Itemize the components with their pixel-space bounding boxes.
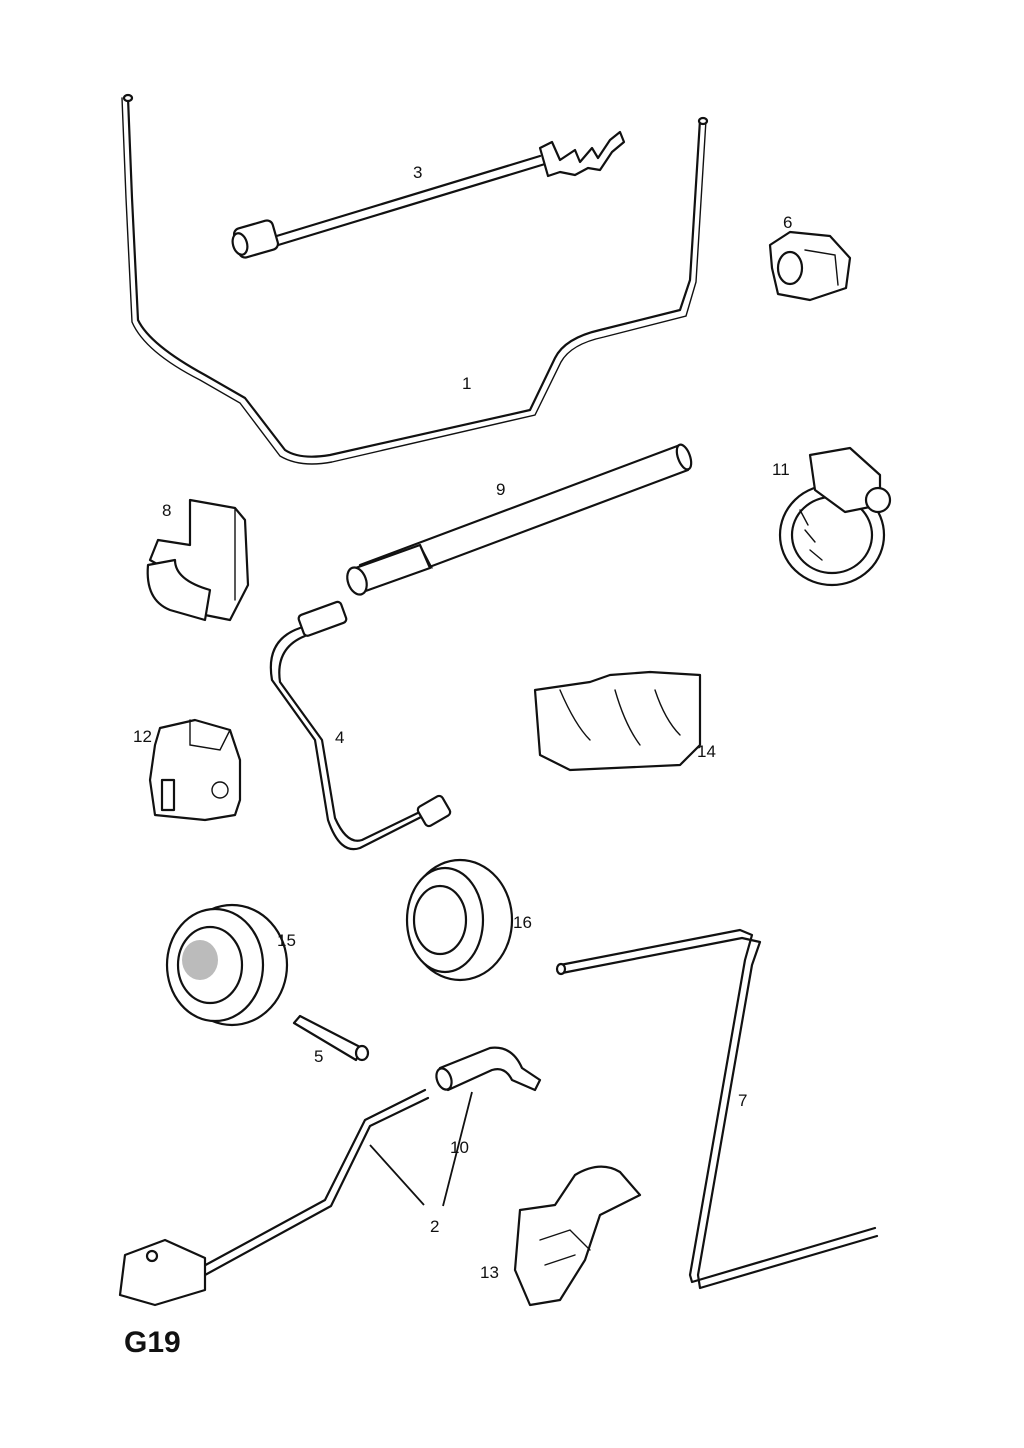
part-13-clip — [513, 1165, 642, 1307]
callout-2: 2 — [430, 1217, 439, 1236]
part-5-pin — [292, 1014, 370, 1062]
callout-3: 3 — [413, 163, 422, 182]
diagram-code: G19 — [124, 1326, 181, 1359]
part-9-hose — [346, 443, 693, 596]
callout-10: 10 — [450, 1138, 469, 1157]
callout-1: 1 — [462, 374, 471, 393]
part-7-pipe — [555, 928, 879, 1290]
part-2-pipe — [118, 1088, 430, 1307]
part-11-clamp — [778, 446, 892, 587]
part-16-grommet — [405, 858, 514, 982]
callout-11: 11 — [772, 460, 790, 479]
part-14-clip — [533, 670, 702, 772]
callout-16: 16 — [513, 913, 532, 932]
part-8-clip — [146, 498, 250, 622]
part-4-pipe — [269, 600, 452, 851]
callout-6: 6 — [783, 213, 792, 232]
callout-8: 8 — [162, 501, 171, 520]
callout-4: 4 — [335, 728, 344, 747]
callout-12: 12 — [133, 727, 152, 746]
part-1-pipe — [121, 93, 709, 465]
part-15-grommet — [165, 903, 289, 1027]
callout-7: 7 — [738, 1091, 747, 1110]
callout-13: 13 — [480, 1263, 499, 1282]
callout-15: 15 — [277, 931, 296, 950]
part-12-clip — [148, 718, 242, 822]
callout-14: 14 — [697, 742, 716, 761]
part-10-hose — [435, 1046, 542, 1092]
callout-9: 9 — [496, 480, 505, 499]
part-6-clip — [768, 230, 852, 302]
leader-lines — [369, 1091, 473, 1207]
callout-5: 5 — [314, 1047, 323, 1066]
part-3-rod — [231, 130, 626, 259]
